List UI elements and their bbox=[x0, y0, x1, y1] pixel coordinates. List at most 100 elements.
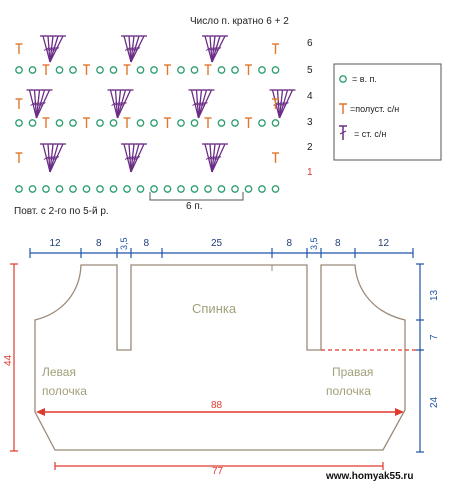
width-label: 88 bbox=[211, 400, 223, 411]
chain-stitch bbox=[150, 119, 158, 127]
chain-stitch bbox=[55, 66, 64, 74]
right-front-label-2: полочка bbox=[326, 384, 371, 398]
chain-stitch bbox=[150, 66, 158, 74]
left-front-label-2: полочка bbox=[42, 384, 87, 398]
half-double-crochet bbox=[204, 64, 212, 75]
watermark: www.homyak55.ru bbox=[325, 471, 413, 482]
chain-stitch bbox=[55, 185, 64, 193]
top-dimension-label: 12 bbox=[50, 238, 62, 249]
half-double-crochet bbox=[245, 64, 252, 75]
chain-stitch bbox=[204, 185, 212, 193]
top-dimension-label: 8 bbox=[287, 238, 293, 249]
double-crochet-fan bbox=[121, 143, 147, 173]
top-dimension-label: 8 bbox=[335, 238, 341, 249]
half-double-crochet bbox=[123, 64, 131, 75]
left-height-label: 44 bbox=[3, 354, 14, 366]
chain-row bbox=[15, 185, 280, 193]
left-front-label-1: Левая bbox=[42, 365, 76, 379]
top-dimension-label: 3,5 bbox=[309, 237, 319, 250]
bottom-width-dimension: 77 bbox=[54, 462, 384, 477]
half-double-crochet bbox=[83, 117, 90, 128]
chain-stitch bbox=[15, 66, 23, 74]
chain-stitch bbox=[136, 185, 145, 193]
row-number: 6 bbox=[307, 38, 313, 49]
fan-row-4 bbox=[15, 89, 296, 119]
right-height-label-3: 24 bbox=[429, 396, 440, 408]
chain-stitch bbox=[271, 66, 280, 74]
chain-stitch bbox=[271, 119, 280, 127]
chain-stitch bbox=[109, 119, 118, 127]
row-number: 1 bbox=[307, 167, 313, 178]
half-double-crochet bbox=[42, 64, 50, 75]
chain-stitch bbox=[15, 185, 23, 193]
top-dimension-label: 3,5 bbox=[119, 237, 129, 250]
right-height-label-2: 7 bbox=[429, 334, 440, 340]
chain-stitch bbox=[231, 66, 239, 74]
half-double-crochet-icon bbox=[339, 103, 347, 114]
chain-stitch bbox=[217, 66, 226, 74]
left-height-dimension: 44 bbox=[3, 263, 18, 452]
chain-stitch bbox=[69, 185, 77, 193]
chain-stitch bbox=[109, 66, 118, 74]
chart-rows bbox=[15, 35, 296, 193]
chain-stitch bbox=[28, 185, 37, 193]
chain-stitch bbox=[217, 185, 226, 193]
chain-stitch bbox=[28, 119, 37, 127]
chain-stitch-icon bbox=[339, 75, 347, 83]
fan-row-2 bbox=[15, 143, 279, 173]
chain-stitch bbox=[177, 185, 185, 193]
chain-stitch bbox=[258, 119, 266, 127]
chain-stitch bbox=[55, 119, 64, 127]
double-crochet-fan bbox=[188, 89, 215, 119]
half-double-crochet bbox=[83, 64, 90, 75]
half-double-crochet bbox=[15, 43, 23, 54]
half-double-crochet bbox=[272, 98, 279, 109]
top-dimension-ticks bbox=[29, 248, 414, 258]
half-double-crochet bbox=[164, 64, 171, 75]
span-label: 6 п. bbox=[186, 201, 203, 212]
double-crochet-fan bbox=[202, 143, 228, 173]
span-bracket bbox=[149, 192, 244, 201]
bottom-width-label: 77 bbox=[212, 466, 224, 477]
chain-stitch bbox=[177, 66, 185, 74]
legend-chain: = в. п. bbox=[352, 74, 377, 84]
half-double-crochet bbox=[42, 117, 50, 128]
row-number: 4 bbox=[307, 91, 313, 102]
chain-stitch bbox=[123, 185, 131, 193]
row-number: 5 bbox=[307, 65, 313, 76]
chain-stitch bbox=[231, 185, 239, 193]
chain-stitch bbox=[163, 185, 172, 193]
row-number: 2 bbox=[307, 142, 313, 153]
fan-row-6 bbox=[15, 35, 279, 63]
double-crochet-fan bbox=[121, 35, 147, 63]
chain-stitch bbox=[150, 185, 158, 193]
double-crochet-fan bbox=[202, 35, 228, 63]
chain-stitch bbox=[28, 66, 37, 74]
chain-stitch bbox=[231, 119, 239, 127]
chain-half-row bbox=[15, 64, 280, 75]
chain-stitch bbox=[96, 185, 104, 193]
chain-stitch bbox=[69, 119, 77, 127]
double-crochet-fan bbox=[269, 89, 296, 119]
top-dimension-label: 12 bbox=[378, 238, 390, 249]
chain-stitch bbox=[15, 119, 23, 127]
legend-half-dc: =полуст. с/н bbox=[350, 104, 399, 114]
double-crochet-fan bbox=[40, 35, 66, 63]
pattern-outline bbox=[34, 264, 406, 451]
back-label: Спинка bbox=[192, 301, 237, 316]
chain-stitch bbox=[42, 185, 50, 193]
double-crochet-fan bbox=[26, 89, 53, 119]
chain-stitch bbox=[217, 119, 226, 127]
chain-stitch bbox=[109, 185, 118, 193]
double-crochet-fan bbox=[40, 143, 66, 173]
half-double-crochet bbox=[123, 117, 131, 128]
right-height-dimension: 13 7 24 bbox=[416, 263, 440, 453]
half-double-crochet bbox=[272, 152, 279, 163]
half-double-crochet bbox=[272, 43, 279, 54]
right-front-label-1: Правая bbox=[332, 365, 373, 379]
chain-stitch bbox=[136, 66, 145, 74]
